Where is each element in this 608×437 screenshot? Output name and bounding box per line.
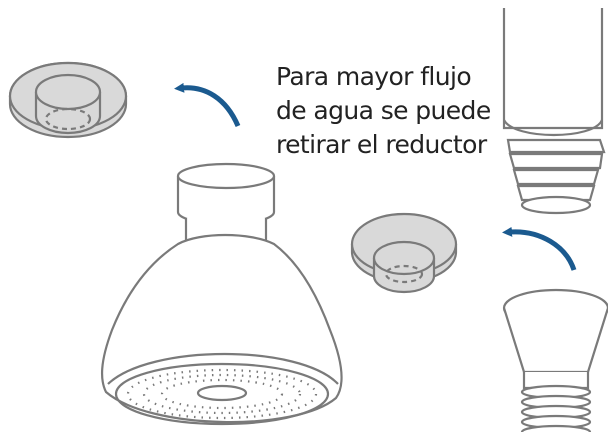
- caption-line: Para mayor flujo: [276, 62, 472, 91]
- caption-line: retirar el reductor: [276, 130, 487, 159]
- caption-line: de agua se puede: [276, 96, 491, 125]
- curved-arrow-icon: [502, 226, 577, 271]
- reducer-top-left: [8, 61, 128, 139]
- curved-arrow-icon: [174, 82, 241, 128]
- shower-head-icon: [100, 162, 343, 426]
- pipe-fitting-bottom: [502, 288, 608, 437]
- instruction-caption: Para mayor flujo de agua se puede retira…: [276, 60, 506, 162]
- reducer-middle-right: [350, 212, 458, 294]
- pipe-fitting-top: [502, 8, 606, 215]
